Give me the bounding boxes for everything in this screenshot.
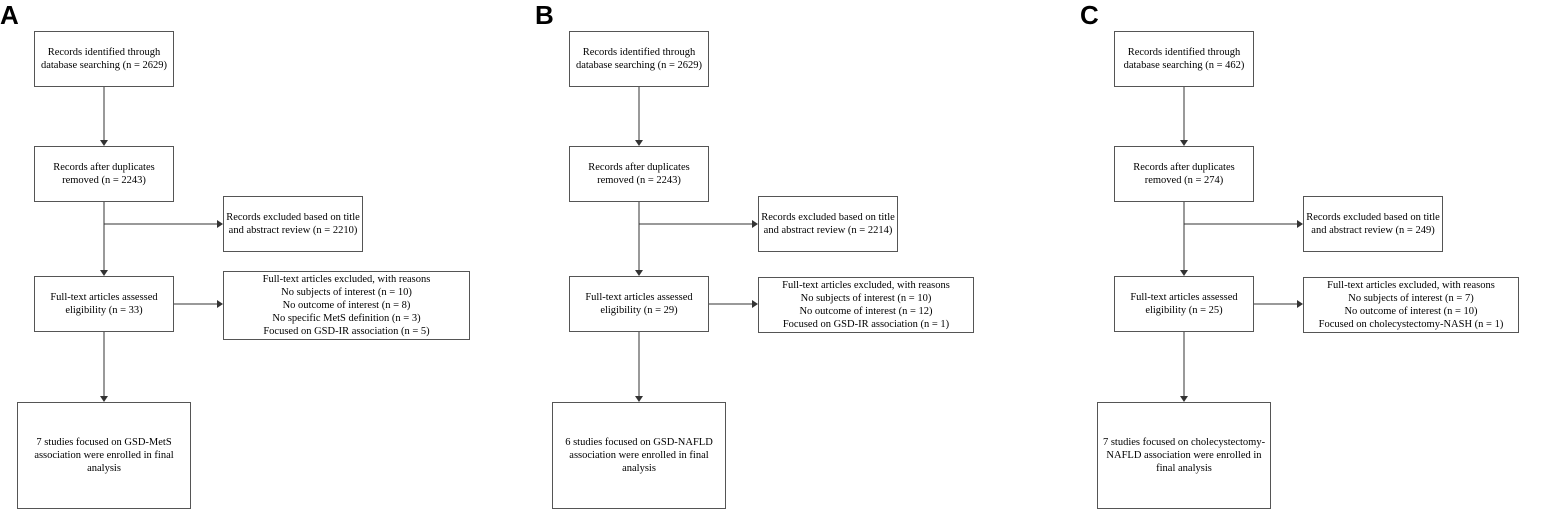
- box-text-line: association were enrolled in final: [569, 450, 709, 461]
- box-text-line: Records identified through: [1127, 47, 1241, 58]
- box-text-line: association were enrolled in final: [34, 450, 174, 461]
- box-text-line: Full-text articles excluded, with reason…: [262, 274, 431, 285]
- box-text-line: No subjects of interest (n = 10): [800, 293, 932, 304]
- flow-arrows: [635, 87, 758, 402]
- box-text-line: removed (n = 2243): [62, 175, 146, 186]
- box-text-line: Records identified through: [582, 47, 696, 58]
- box-text-line: Records after duplicates: [588, 162, 690, 173]
- box-text-line: eligibility (n = 29): [600, 305, 678, 316]
- box-text-line: removed (n = 2243): [597, 175, 681, 186]
- box-text-line: No specific MetS definition (n = 3): [272, 313, 421, 324]
- panel-c: C Records identified through database sea…: [1080, 0, 1551, 511]
- fulltext-excluded-box: Full-text articles excluded, with reason…: [758, 277, 974, 333]
- fulltext-assessed-box: Full-text articles assessed eligibility (…: [1114, 276, 1254, 332]
- panel-label: A: [0, 0, 19, 30]
- box-text-line: removed (n = 274): [1144, 175, 1224, 186]
- box-text-line: database searching (n = 2629): [40, 60, 168, 71]
- box-text-line: No outcome of interest (n = 8): [282, 300, 411, 311]
- box-text-line: and abstract review (n = 249): [1311, 225, 1435, 236]
- box-text-line: Records identified through: [47, 47, 161, 58]
- panel-label: C: [1080, 0, 1099, 30]
- records-excluded-title-box: Records excluded based on title and abstr…: [1303, 196, 1443, 252]
- box-text-line: NAFLD association were enrolled in: [1106, 450, 1262, 461]
- box-text-line: No outcome of interest (n = 12): [799, 306, 933, 317]
- records-identified-box: Records identified through database searc…: [1114, 31, 1254, 87]
- records-excluded-title-box: Records excluded based on title and abstr…: [223, 196, 363, 252]
- box-text-line: and abstract review (n = 2214): [763, 225, 893, 236]
- box-text-line: Focused on GSD-IR association (n = 5): [263, 326, 430, 337]
- box-text-line: analysis: [622, 463, 656, 474]
- panel-label: B: [535, 0, 554, 30]
- records-after-duplicates-box: Records after duplicates removed (n = 224…: [569, 146, 709, 202]
- box-text-line: analysis: [87, 463, 121, 474]
- box-text-line: No outcome of interest (n = 10): [1344, 306, 1478, 317]
- box-text-line: 7 studies focused on cholecystectomy-: [1102, 437, 1266, 448]
- box-text-line: 6 studies focused on GSD-NAFLD: [565, 437, 713, 448]
- records-after-duplicates-box: Records after duplicates removed (n = 274…: [1114, 146, 1254, 202]
- box-text-line: Records excluded based on title: [1306, 212, 1440, 223]
- final-studies-box: 7 studies focused on cholecystectomy- NAF…: [1097, 402, 1271, 509]
- fulltext-assessed-box: Full-text articles assessed eligibility (…: [569, 276, 709, 332]
- box-text-line: Records excluded based on title: [761, 212, 895, 223]
- box-text-line: Focused on cholecystectomy-NASH (n = 1): [1318, 319, 1504, 330]
- box-text-line: Full-text articles assessed: [50, 292, 158, 303]
- box-text-line: Records after duplicates: [1133, 162, 1235, 173]
- box-text-line: Records excluded based on title: [226, 212, 360, 223]
- box-text-line: Records after duplicates: [53, 162, 155, 173]
- box-text-line: database searching (n = 462): [1123, 60, 1245, 71]
- panel-b: B Records identified through database sea…: [535, 0, 1035, 511]
- fulltext-assessed-box: Full-text articles assessed eligibility (…: [34, 276, 174, 332]
- records-after-duplicates-box: Records after duplicates removed (n = 224…: [34, 146, 174, 202]
- flow-arrows: [100, 87, 223, 402]
- box-text-line: database searching (n = 2629): [575, 60, 703, 71]
- box-text-line: Focused on GSD-IR association (n = 1): [782, 319, 950, 330]
- box-text-line: and abstract review (n = 2210): [228, 225, 358, 236]
- final-studies-box: 6 studies focused on GSD-NAFLD associatio…: [552, 402, 726, 509]
- box-text-line: No subjects of interest (n = 10): [281, 287, 412, 298]
- box-text-line: eligibility (n = 25): [1145, 305, 1223, 316]
- records-identified-box: Records identified through database searc…: [569, 31, 709, 87]
- box-text-line: Full-text articles excluded, with reason…: [782, 280, 950, 291]
- panel-a: A Records identified through database sea…: [0, 0, 520, 511]
- box-text-line: final analysis: [1156, 463, 1212, 474]
- flow-arrows: [1180, 87, 1303, 402]
- fulltext-excluded-box: Full-text articles excluded, with reason…: [1303, 277, 1519, 333]
- box-text-line: No subjects of interest (n = 7): [1348, 293, 1474, 304]
- box-text-line: 7 studies focused on GSD-MetS: [36, 437, 172, 448]
- box-text-line: eligibility (n = 33): [65, 305, 143, 316]
- final-studies-box: 7 studies focused on GSD-MetS association…: [17, 402, 191, 509]
- records-identified-box: Records identified through database searc…: [34, 31, 174, 87]
- box-text-line: Full-text articles assessed: [585, 292, 693, 303]
- box-text-line: Full-text articles excluded, with reason…: [1327, 280, 1495, 291]
- records-excluded-title-box: Records excluded based on title and abstr…: [758, 196, 898, 252]
- box-text-line: Full-text articles assessed: [1130, 292, 1238, 303]
- fulltext-excluded-box: Full-text articles excluded, with reason…: [223, 271, 470, 340]
